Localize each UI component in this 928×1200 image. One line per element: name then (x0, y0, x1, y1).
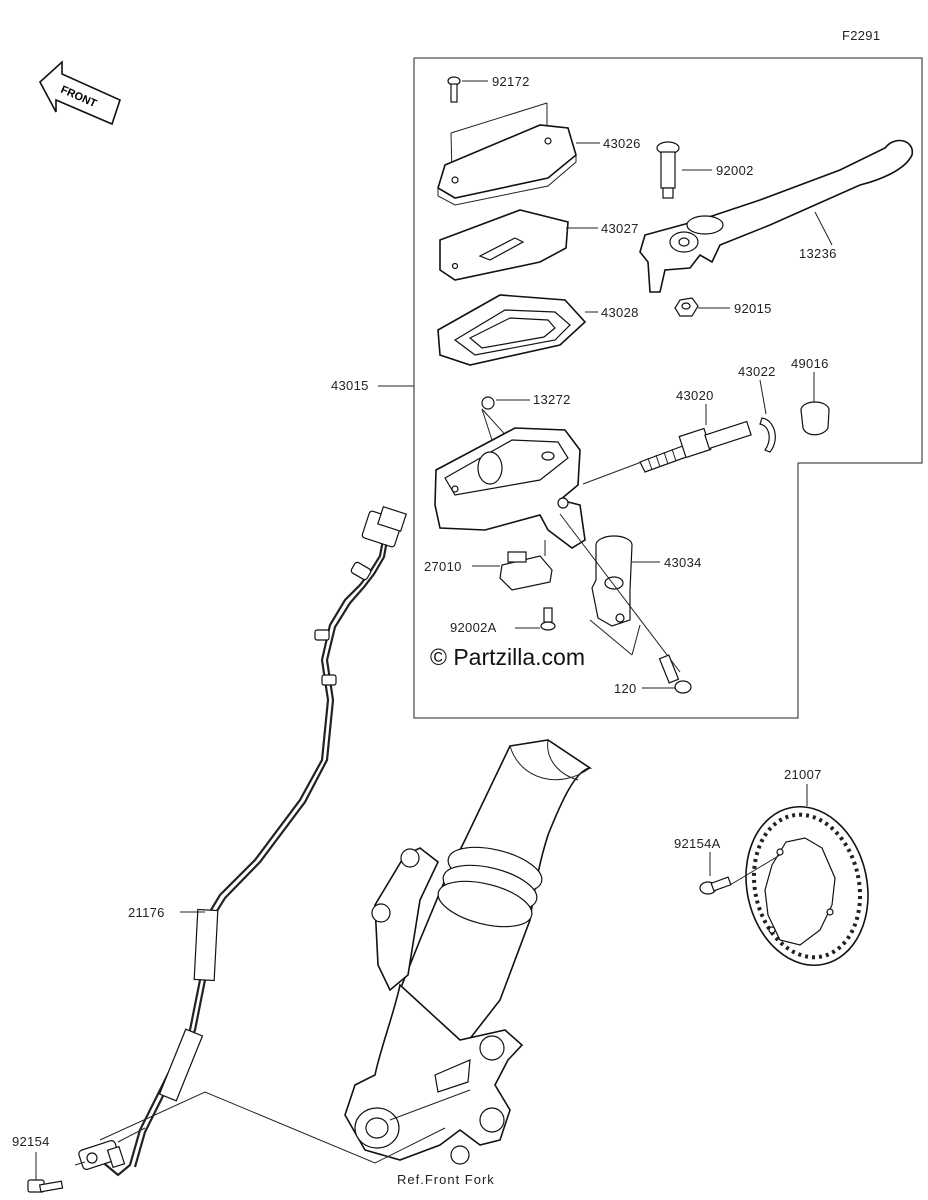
part-label-92015[interactable]: 92015 (734, 301, 772, 316)
front-fork-reference (344, 739, 593, 1165)
part-label-21176[interactable]: 21176 (128, 905, 165, 920)
bolt-92154-icon (27, 1179, 64, 1193)
bolt-92154A-icon (699, 876, 732, 895)
piston-43020-icon (639, 420, 752, 473)
abs-sensor-cable-21176 (78, 505, 407, 1177)
part-label-120[interactable]: 120 (614, 681, 637, 696)
screw-92002A-icon (540, 607, 556, 631)
part-label-43027[interactable]: 43027 (601, 221, 639, 236)
part-label-43020[interactable]: 43020 (676, 388, 714, 403)
part-label-49016[interactable]: 49016 (791, 356, 829, 371)
part-label-43015[interactable]: 43015 (331, 378, 369, 393)
screw-92172-icon (447, 76, 461, 103)
abs-rotor-21007 (745, 805, 869, 967)
watermark: © Partzilla.com (430, 644, 585, 670)
part-label-92172[interactable]: 92172 (492, 74, 530, 89)
brake-lever-13236 (639, 139, 913, 293)
part-label-21007[interactable]: 21007 (784, 767, 822, 782)
nut-92015-icon (674, 297, 699, 317)
figure-code: F2291 (842, 28, 881, 43)
reference-note: Ref.Front Fork (397, 1172, 495, 1187)
part-label-13272[interactable]: 13272 (533, 392, 571, 407)
bolt-120-icon (658, 654, 692, 694)
part-label-43022[interactable]: 43022 (738, 364, 776, 379)
boot-49016-icon (800, 401, 830, 436)
part-label-43026[interactable]: 43026 (603, 136, 641, 151)
part-label-92154[interactable]: 92154 (12, 1134, 50, 1149)
part-label-92002[interactable]: 92002 (716, 163, 754, 178)
bleeder-13272-icon (481, 396, 495, 410)
circlip-43022-icon (759, 417, 776, 453)
holder-43034-icon (591, 535, 633, 627)
part-label-43034[interactable]: 43034 (664, 555, 702, 570)
part-label-92002A[interactable]: 92002A (450, 620, 497, 635)
part-label-13236[interactable]: 13236 (799, 246, 837, 261)
front-arrow-icon: FRONT (39, 60, 121, 126)
reservoir-cap-43026 (437, 124, 577, 199)
switch-27010-icon (499, 551, 553, 591)
part-label-92154A[interactable]: 92154A (674, 836, 721, 851)
part-label-43028[interactable]: 43028 (601, 305, 639, 320)
pivot-bolt-92002-icon (656, 141, 680, 199)
assembly-boundary (413, 57, 923, 719)
part-label-27010[interactable]: 27010 (424, 559, 462, 574)
